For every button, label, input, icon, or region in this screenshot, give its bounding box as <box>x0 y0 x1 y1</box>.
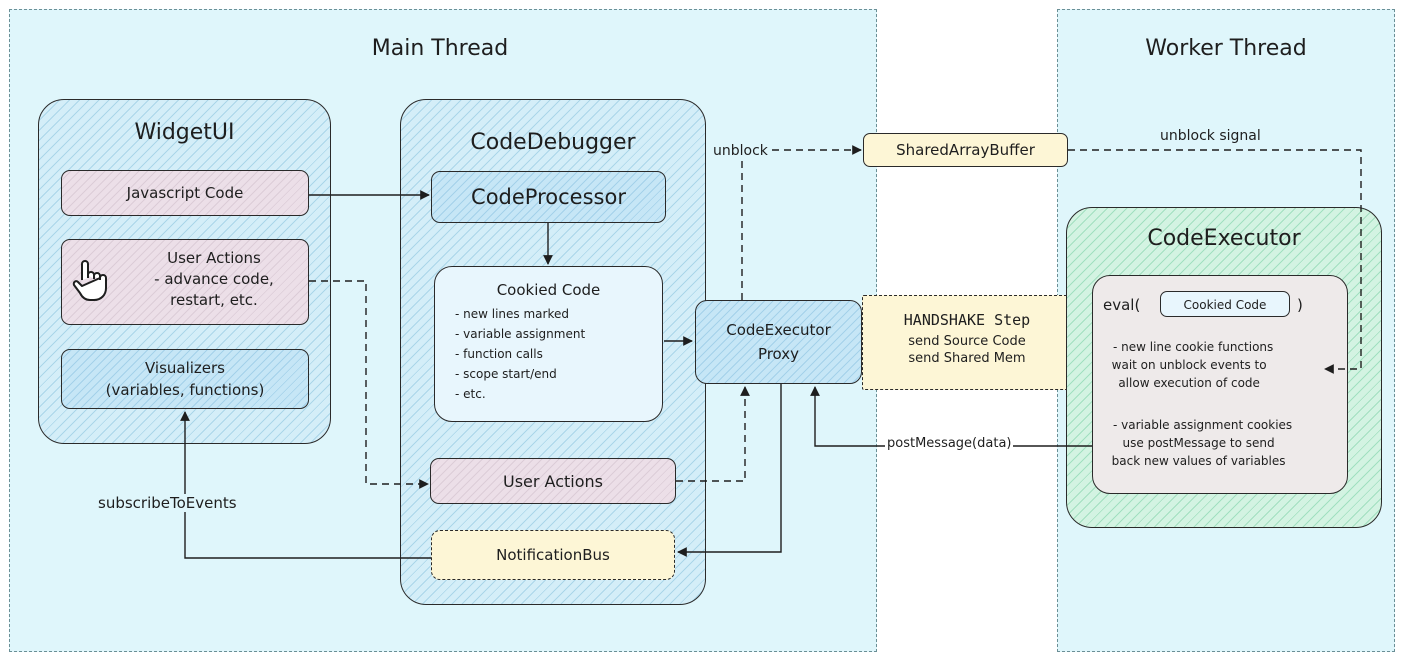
executor-note-1-line: - new line cookie functions <box>1113 340 1274 354</box>
proxy-line-2: Proxy <box>757 345 800 363</box>
notification-bus-label: NotificationBus <box>496 546 610 564</box>
notification-bus-box[interactable]: NotificationBus <box>431 530 675 580</box>
user-actions-line-1: - advance code, <box>154 270 274 288</box>
cookied-code-title: Cookied Code <box>496 281 601 299</box>
cookied-code-item: - variable assignment <box>455 327 586 341</box>
arrow-unblock-signal <box>1068 149 1362 374</box>
arrow-proxy-unblock <box>741 145 862 300</box>
executor-note-2-line: - variable assignment cookies <box>1113 418 1293 432</box>
executor-note-1-line: allow execution of code <box>1118 376 1260 390</box>
executor-note-2-line: use postMessage to send <box>1122 436 1275 450</box>
user-actions-line-2: restart, etc. <box>170 291 258 309</box>
code-executor-title: CodeExecutor <box>1147 226 1301 251</box>
eval-prefix: eval( <box>1103 296 1141 314</box>
javascript-code-box[interactable]: Javascript Code <box>61 170 309 216</box>
handshake-box: HANDSHAKE Step send Source Code send Sha… <box>862 295 1072 390</box>
executor-note-1-line: wait on unblock events to <box>1111 358 1267 372</box>
cookied-code-item: - new lines marked <box>455 307 569 321</box>
edge-label-post-message: postMessage(data) <box>885 436 1014 451</box>
arrow-subscribe <box>180 411 431 559</box>
proxy-line-1: CodeExecutor <box>726 321 831 339</box>
arrow-debugger-actions-to-proxy <box>676 386 750 482</box>
code-processor-box[interactable]: CodeProcessor <box>431 171 666 223</box>
debugger-user-actions-label: User Actions <box>503 471 603 491</box>
eval-suffix: ) <box>1297 296 1303 314</box>
user-actions-title: User Actions <box>167 249 261 267</box>
pointer-hand-icon <box>72 258 108 306</box>
executor-note-2-line: back new values of variables <box>1111 454 1286 468</box>
arrow-user-actions-dashed <box>309 280 429 489</box>
cookied-code-item: - scope start/end <box>455 367 557 381</box>
cookied-code-item: - function calls <box>455 347 543 361</box>
shared-array-buffer-label: SharedArrayBuffer <box>896 141 1035 159</box>
edge-label-unblock-signal: unblock signal <box>1160 128 1261 144</box>
user-actions-box[interactable]: User Actions - advance code, restart, et… <box>61 239 309 325</box>
edge-label-unblock: unblock <box>711 143 770 159</box>
handshake-line-1: send Source Code <box>908 334 1026 349</box>
cookied-code-box[interactable]: Cookied Code - new lines marked - variab… <box>434 266 663 422</box>
handshake-line-2: send Shared Mem <box>908 351 1026 366</box>
handshake-title: HANDSHAKE Step <box>903 311 1031 329</box>
visualizers-title: Visualizers <box>144 359 226 377</box>
shared-array-buffer-box[interactable]: SharedArrayBuffer <box>863 133 1068 167</box>
eval-block: eval( Cookied Code ) - new line cookie f… <box>1092 275 1348 494</box>
javascript-code-label: Javascript Code <box>126 184 244 202</box>
edge-label-subscribe: subscribeToEvents <box>95 494 240 512</box>
code-debugger-title: CodeDebugger <box>470 130 636 155</box>
main-thread-title: Main Thread <box>371 36 509 61</box>
worker-thread-title: Worker Thread <box>1145 36 1307 61</box>
widget-ui-title: WidgetUI <box>134 120 235 145</box>
code-processor-label: CodeProcessor <box>471 185 626 209</box>
visualizers-box[interactable]: Visualizers (variables, functions) <box>61 349 309 409</box>
debugger-user-actions-box[interactable]: User Actions <box>430 458 676 504</box>
code-executor-proxy-box[interactable]: CodeExecutor Proxy <box>695 300 862 384</box>
arrow-proxy-to-bus <box>677 384 782 557</box>
visualizers-subtitle: (variables, functions) <box>105 381 265 399</box>
eval-cookied-code-chip[interactable]: Cookied Code <box>1160 291 1290 317</box>
cookied-code-item: - etc. <box>455 387 486 401</box>
